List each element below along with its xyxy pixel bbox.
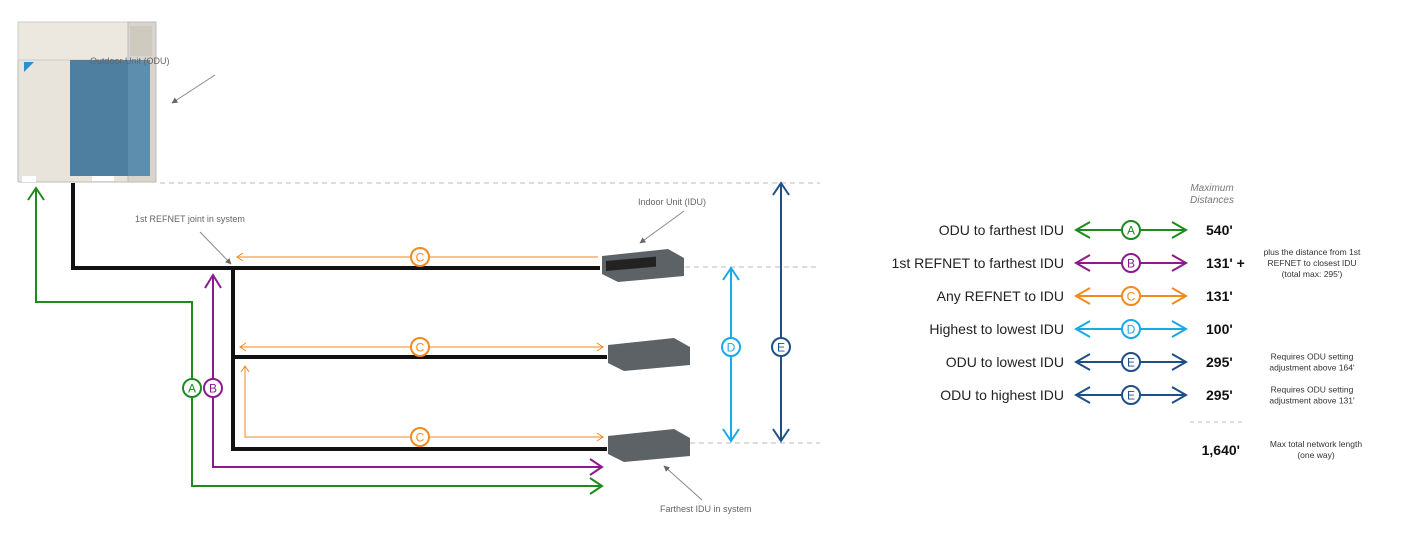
legend-row: ODU to highest IDU E 295' Requires ODU sett…	[940, 385, 1355, 406]
daikin-logo-icon	[24, 62, 34, 72]
legend-row-label: Any REFNET to IDU	[937, 288, 1064, 304]
marker-c-bottom: C	[410, 427, 430, 447]
svg-text:B: B	[209, 382, 217, 396]
svg-text:B: B	[1127, 257, 1135, 271]
marker-b: B	[203, 378, 223, 398]
legend-row-label: ODU to highest IDU	[940, 387, 1064, 403]
farthest-idu-callout-pointer	[663, 465, 703, 501]
svg-text:C: C	[416, 431, 425, 445]
legend-marker-e: E	[1121, 352, 1141, 372]
legend-header-line2: Distances	[1190, 195, 1234, 206]
pipe-network	[71, 183, 607, 451]
total-length-note-line1: Max total network length	[1270, 439, 1362, 449]
indoor-unit-1	[602, 249, 684, 282]
farthest-idu-callout-label: Farthest IDU in system	[660, 504, 752, 514]
legend-marker-a: A	[1121, 220, 1141, 240]
odu-callout-label: Outdoor Unit (ODU)	[90, 56, 170, 66]
svg-text:E: E	[777, 341, 785, 355]
outdoor-unit-image	[17, 21, 157, 183]
indoor-unit-2	[608, 338, 690, 371]
legend-row-label: ODU to farthest IDU	[939, 222, 1064, 238]
legend-row: Highest to lowest IDU D 100'	[929, 319, 1233, 339]
total-length-note-line2: (one way)	[1297, 450, 1334, 460]
legend-row: ODU to farthest IDU A 540'	[939, 220, 1233, 240]
legend-marker-e: E	[1121, 385, 1141, 405]
path-e-odu-height	[772, 181, 790, 443]
marker-c-middle: C	[410, 337, 430, 357]
odu-callout-pointer	[171, 74, 216, 104]
total-length-value: 1,640'	[1202, 442, 1240, 458]
legend-row-value: 131'	[1206, 288, 1233, 304]
svg-text:E: E	[1127, 356, 1135, 370]
marker-c-top: C	[410, 247, 430, 267]
marker-d: D	[721, 337, 741, 357]
legend-row-value: 131' +	[1206, 255, 1245, 271]
path-a-odu-to-farthest	[27, 186, 604, 495]
legend-marker-b: B	[1121, 253, 1141, 273]
legend-row-note: adjustment above 131'	[1269, 396, 1355, 406]
legend-row-value: 540'	[1206, 222, 1233, 238]
legend-row-label: 1st REFNET to farthest IDU	[892, 255, 1064, 271]
height-guides	[160, 182, 820, 444]
svg-text:A: A	[1127, 224, 1135, 238]
marker-a: A	[182, 378, 202, 398]
legend-row-value: 100'	[1206, 321, 1233, 337]
legend-row-note: adjustment above 164'	[1269, 363, 1355, 373]
refnet-callout-label: 1st REFNET joint in system	[135, 214, 245, 224]
legend-row-note: plus the distance from 1st	[1264, 247, 1361, 257]
legend-row-label: Highest to lowest IDU	[929, 321, 1064, 337]
legend-row: ODU to lowest IDU E 295' Requires ODU setti…	[946, 352, 1355, 373]
legend-row-note: REFNET to closest IDU	[1267, 258, 1356, 268]
svg-text:C: C	[416, 341, 425, 355]
legend-row-value: 295'	[1206, 354, 1233, 370]
legend-row-note: (total max: 295')	[1282, 269, 1343, 279]
legend-marker-d: D	[1121, 319, 1141, 339]
legend-header-line1: Maximum	[1190, 183, 1233, 194]
refnet-callout-pointer	[199, 231, 232, 265]
path-b-refnet-to-farthest	[204, 273, 604, 476]
legend-row: 1st REFNET to farthest IDU B 131' + plus th…	[892, 247, 1362, 279]
idu-callout-pointer	[639, 210, 685, 244]
marker-e: E	[771, 337, 791, 357]
idu-callout-label: Indoor Unit (IDU)	[638, 197, 706, 207]
indoor-unit-3	[608, 429, 690, 462]
legend-row-value: 295'	[1206, 387, 1233, 403]
svg-text:C: C	[416, 251, 425, 265]
svg-text:A: A	[188, 382, 196, 396]
svg-text:C: C	[1127, 290, 1136, 304]
svg-text:D: D	[1127, 323, 1136, 337]
svg-text:E: E	[1127, 389, 1135, 403]
svg-text:D: D	[727, 341, 736, 355]
legend-row-note: Requires ODU setting	[1271, 385, 1354, 395]
legend-marker-c: C	[1121, 286, 1141, 306]
legend-row-note: Requires ODU setting	[1271, 352, 1354, 362]
legend-row-label: ODU to lowest IDU	[946, 354, 1064, 370]
legend-row: Any REFNET to IDU C 131'	[937, 286, 1233, 306]
